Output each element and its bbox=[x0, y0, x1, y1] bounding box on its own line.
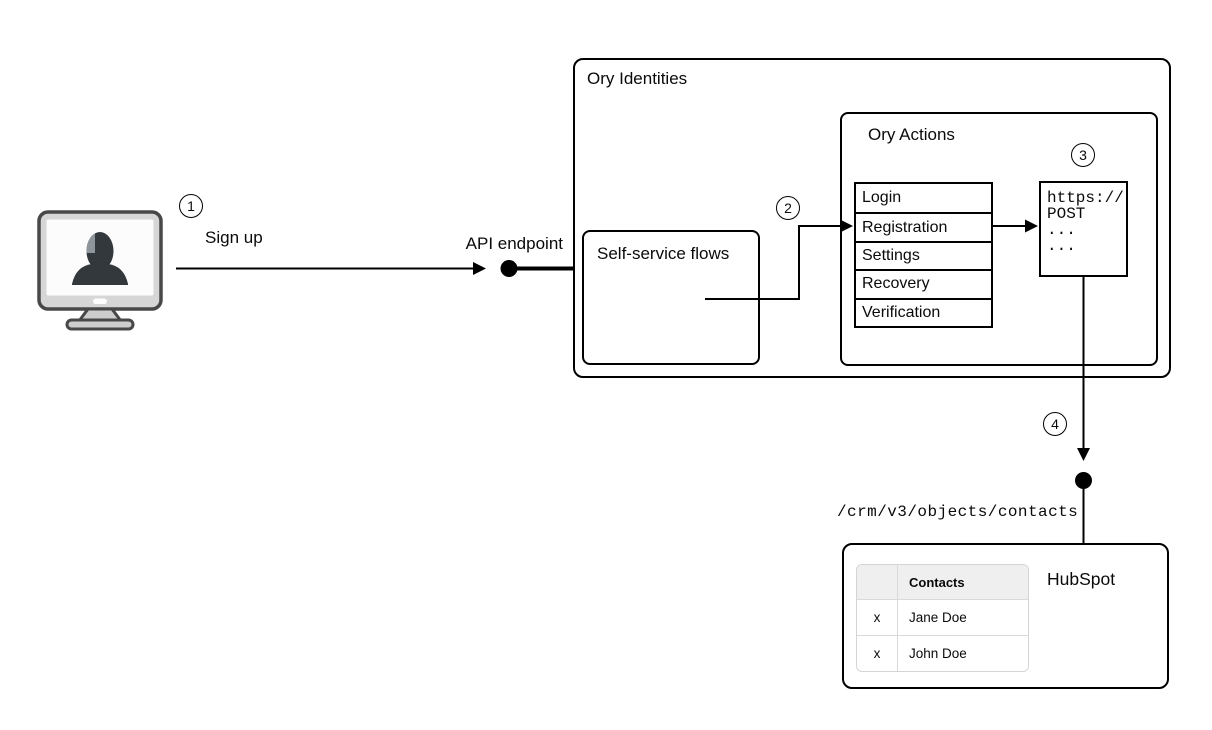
ory-identities-title: Ory Identities bbox=[587, 69, 688, 88]
contacts-header-label: Contacts bbox=[897, 565, 1028, 600]
contact-name: Jane Doe bbox=[897, 599, 1028, 636]
flow-item-login: Login bbox=[862, 189, 902, 207]
hubspot-arrowhead bbox=[1077, 448, 1090, 461]
webhook-code-box: https:// POST ... ... bbox=[1039, 181, 1128, 277]
monitor-button bbox=[93, 298, 107, 304]
api-endpoint-label: API endpoint bbox=[465, 234, 563, 253]
self-service-flows-box: Self-service flows bbox=[582, 230, 760, 365]
flow-item-registration: Registration bbox=[856, 212, 991, 240]
flow-item-verification: Verification bbox=[856, 297, 991, 326]
contact-row: x Jane Doe bbox=[857, 599, 1028, 636]
step-badge-3: 3 bbox=[1071, 143, 1095, 167]
hubspot-box: HubSpot bbox=[842, 543, 1169, 689]
code-line: ... bbox=[1047, 221, 1076, 239]
code-line: ... bbox=[1047, 237, 1076, 255]
sign-up-label: Sign up bbox=[205, 228, 263, 247]
user-silhouette-shoulders bbox=[72, 264, 128, 285]
step-badge-4: 4 bbox=[1043, 412, 1067, 436]
contact-row: x John Doe bbox=[857, 635, 1028, 671]
sign-up-arrowhead bbox=[473, 262, 486, 275]
hubspot-endpoint-path: /crm/v3/objects/contacts bbox=[837, 503, 1079, 521]
user-computer-icon bbox=[37, 210, 163, 331]
hubspot-endpoint-dot bbox=[1075, 472, 1092, 489]
flow-item-recovery: Recovery bbox=[856, 269, 991, 297]
api-endpoint-dot bbox=[500, 260, 518, 277]
ory-actions-box: Ory Actions bbox=[840, 112, 1158, 366]
code-line: POST bbox=[1047, 205, 1086, 223]
flow-list: Login Registration Settings Recovery Ver… bbox=[854, 182, 993, 328]
step-badge-2: 2 bbox=[776, 196, 800, 220]
user-silhouette-highlight bbox=[86, 232, 95, 253]
self-service-flows-title: Self-service flows bbox=[597, 244, 730, 263]
contact-mark: x bbox=[857, 599, 898, 636]
step-badge-1: 1 bbox=[179, 194, 203, 218]
monitor-stand-base bbox=[65, 318, 135, 331]
hubspot-title: HubSpot bbox=[1047, 569, 1116, 589]
contact-name: John Doe bbox=[897, 635, 1028, 671]
ory-actions-title: Ory Actions bbox=[868, 125, 955, 144]
contact-mark: x bbox=[857, 635, 898, 671]
contacts-header-mark-cell bbox=[857, 565, 898, 600]
contacts-table: Contacts x Jane Doe x John Doe bbox=[856, 564, 1029, 672]
flow-item-settings: Settings bbox=[856, 240, 991, 269]
ory-identities-box: Ory Identities bbox=[573, 58, 1171, 378]
code-line: https:// bbox=[1047, 189, 1124, 207]
contacts-header-row: Contacts bbox=[857, 565, 1028, 600]
